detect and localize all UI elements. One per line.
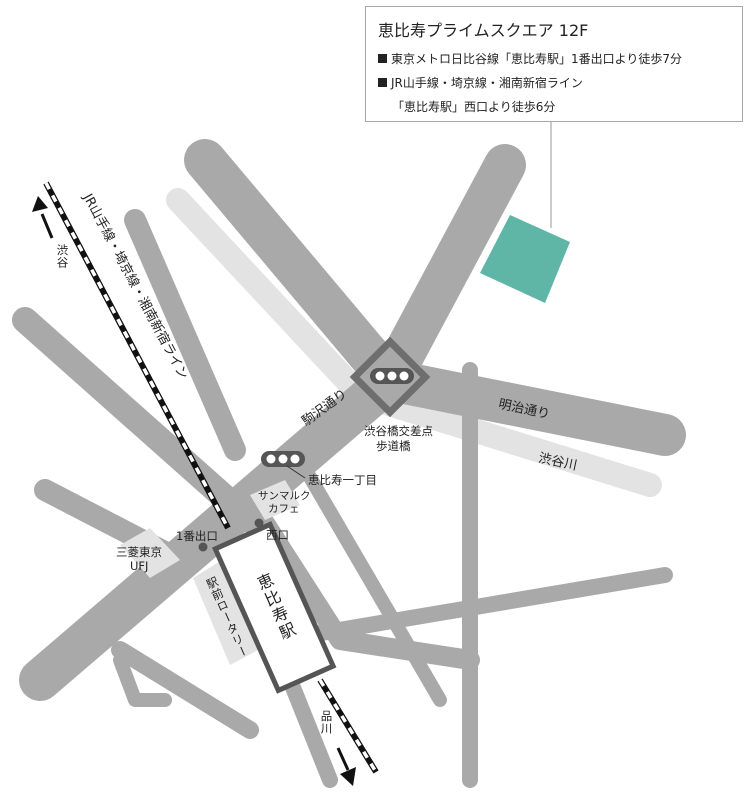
meiji-dori: [369, 359, 686, 456]
roads: [12, 139, 686, 788]
railway: [43, 181, 379, 774]
destination-building: [480, 215, 570, 303]
station-box: [211, 521, 337, 694]
road-south-diagonal: [293, 453, 447, 707]
road-inner-diagonal: [124, 209, 246, 461]
arrow-up-icon: [32, 196, 54, 239]
bullet-icon: [378, 54, 387, 63]
komazawa-dori: [19, 359, 411, 701]
crossing-label-line2: 歩道橋: [376, 439, 411, 453]
shinagawa-direction-label: 品川: [319, 710, 334, 735]
ebisu1-pointer: [286, 465, 306, 479]
road-southwest-small: [113, 653, 172, 707]
info-line-metro: 東京メトロ日比谷線「恵比寿駅」1番出口より徒歩7分: [378, 50, 730, 67]
ebisu1-label: 恵比寿一丁目: [308, 473, 377, 487]
station-blocks: [120, 480, 300, 665]
access-info-box: 恵比寿プライムスクエア 12F 東京メトロ日比谷線「恵比寿駅」1番出口より徒歩7…: [365, 6, 743, 122]
info-line-jr: JR山手線・埼京線・湘南新宿ライン: [378, 74, 730, 91]
exit1-marker: [198, 542, 208, 552]
cafe-label-line1: サンマルク: [258, 490, 311, 502]
bank-label-line1: 三菱東京: [116, 545, 162, 559]
info-title: 恵比寿プライムスクエア 12F: [378, 21, 589, 40]
road-left-upper: [12, 307, 263, 533]
traffic-light-icon: [261, 451, 305, 467]
crossing-label-line1: 渋谷橋交差点: [364, 424, 433, 438]
road-northwest: [184, 139, 411, 401]
road-horizontal-east: [272, 567, 673, 648]
road-southwest: [111, 641, 259, 739]
arrow-down-icon: [336, 747, 356, 786]
road-north-east: [369, 144, 526, 401]
bank-label-line2: UFJ: [130, 559, 149, 573]
exit1-label: 1番出口: [176, 529, 218, 543]
traffic-light-icon: [370, 368, 414, 384]
shibuya-direction-label: 渋谷: [55, 244, 70, 269]
west-exit-label: 西口: [266, 528, 289, 542]
bullet-icon: [378, 78, 387, 87]
west-exit-marker: [254, 518, 264, 528]
info-line-jr-walk: 「恵比寿駅」西口より徒歩6分: [392, 100, 556, 114]
cafe-label-line2: カフェ: [268, 503, 300, 515]
